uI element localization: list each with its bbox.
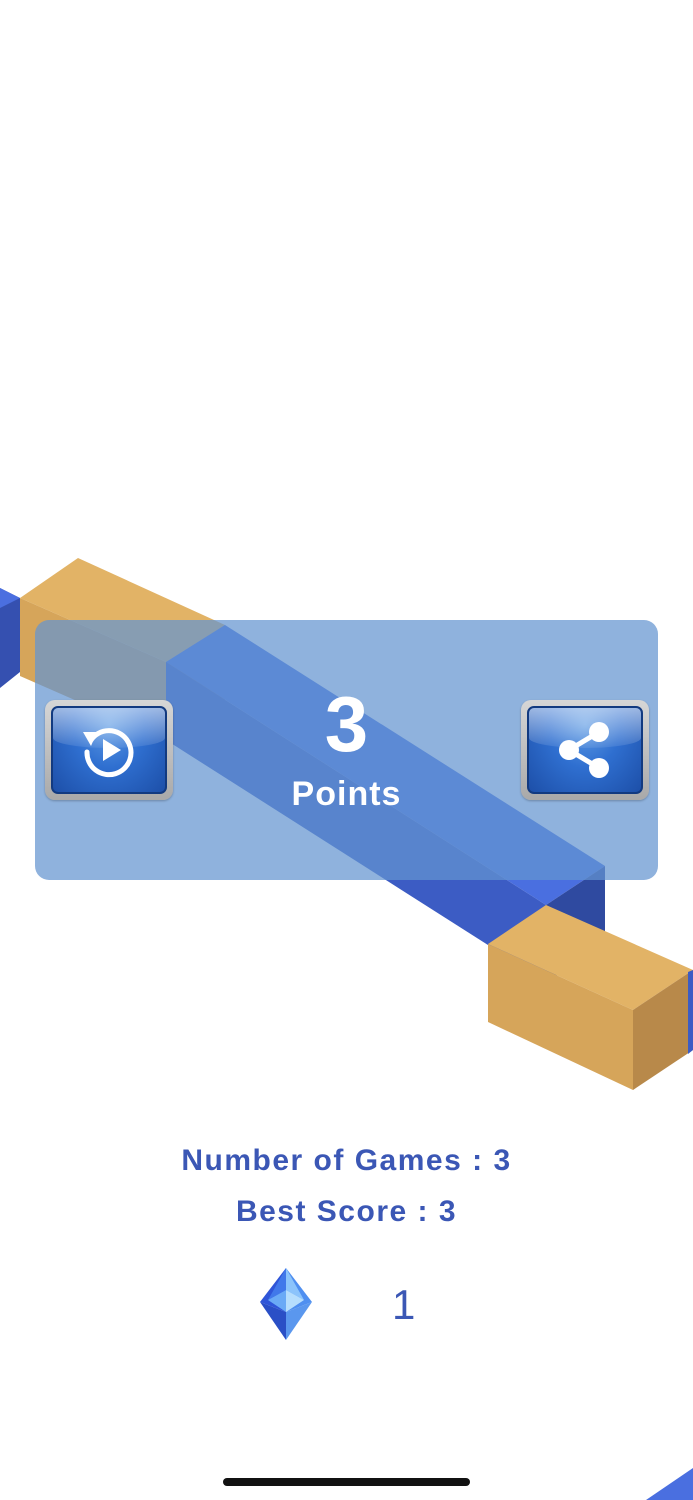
path-segment-left-top	[0, 588, 20, 608]
best-score-stat: Best Score : 3	[0, 1195, 693, 1229]
replay-icon	[83, 728, 134, 778]
best-score-value: 3	[438, 1195, 458, 1228]
gem-counter: 1	[0, 1268, 693, 1342]
games-played-separator: :	[472, 1144, 484, 1177]
gem-icon	[260, 1268, 312, 1340]
replay-button[interactable]	[45, 700, 173, 800]
result-panel: 3 Points	[35, 620, 658, 880]
best-score-separator: :	[417, 1195, 430, 1228]
games-played-label: Number of Games	[181, 1144, 463, 1177]
score-label: Points	[291, 775, 402, 813]
home-indicator[interactable]	[223, 1478, 470, 1486]
path-corner-bottom-right	[646, 1468, 693, 1500]
replay-button-face	[51, 706, 167, 794]
block-bottom-right-side	[633, 970, 693, 1090]
score-value: 3	[324, 680, 369, 768]
gem-count: 1	[392, 1281, 416, 1328]
games-played-value: 3	[493, 1144, 512, 1177]
path-stub-right	[688, 970, 693, 1054]
share-button-face	[527, 706, 643, 794]
block-bottom-right-top	[488, 905, 693, 1010]
share-button[interactable]	[521, 700, 649, 800]
path-segment-left	[0, 588, 20, 688]
block-bottom-right-front	[488, 944, 633, 1090]
share-icon	[559, 722, 609, 778]
games-played-stat: Number of Games : 3	[0, 1144, 693, 1178]
best-score-label: Best Score	[235, 1195, 408, 1228]
